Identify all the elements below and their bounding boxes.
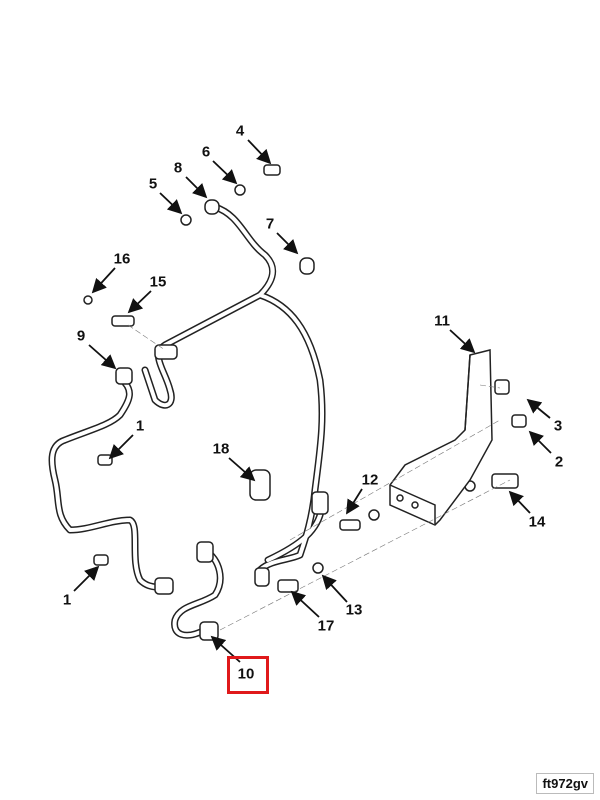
callout-8: 8: [173, 159, 183, 177]
callout-2: 2: [554, 453, 564, 471]
callout-14: 14: [528, 513, 546, 531]
callout-1-lower: 1: [62, 591, 72, 609]
callout-13: 13: [345, 601, 363, 619]
highlight-box: [227, 656, 269, 694]
callout-5: 5: [148, 175, 158, 193]
callout-15: 15: [149, 273, 167, 291]
callout-11: 11: [434, 312, 450, 330]
centerlines: [127, 324, 511, 631]
callout-17: 17: [317, 617, 335, 635]
callout-12: 12: [361, 471, 379, 489]
callout-4: 4: [235, 122, 245, 140]
pipes: [48, 203, 326, 639]
bracket: [389, 349, 493, 526]
figure-id: ft972gv: [536, 773, 594, 794]
callout-16: 16: [113, 250, 131, 268]
callout-10: 10: [237, 665, 255, 683]
callout-9: 9: [76, 327, 86, 345]
callout-6: 6: [201, 143, 211, 161]
callout-18: 18: [212, 440, 230, 458]
callout-7: 7: [265, 215, 275, 233]
callout-1-upper: 1: [135, 417, 145, 435]
callout-3: 3: [553, 417, 563, 435]
fittings: [83, 164, 527, 641]
